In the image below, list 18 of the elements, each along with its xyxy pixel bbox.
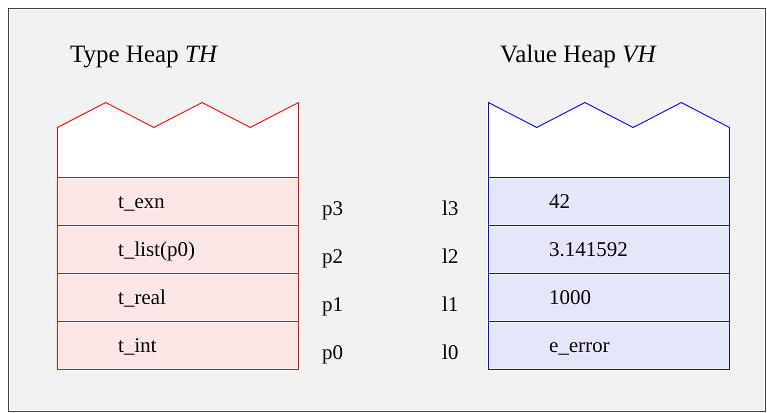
heap-slot: t_int — [58, 321, 298, 369]
heap-slot: t_list(p0) — [58, 225, 298, 273]
address-label: l2 — [442, 244, 458, 268]
heap-slot: 1000 — [489, 273, 729, 321]
address-label: p3 — [322, 196, 343, 220]
heap-heading: Value Heap VH — [500, 40, 656, 70]
address-label: l3 — [442, 196, 458, 220]
heap-slot: e_error — [489, 321, 729, 369]
address-label: p1 — [322, 292, 343, 316]
heap-slot: 3.141592 — [489, 225, 729, 273]
heap-slot: t_exn — [58, 177, 298, 225]
heap-heading: Type Heap TH — [70, 40, 217, 70]
heap-slot: t_real — [58, 273, 298, 321]
address-label: l1 — [442, 292, 458, 316]
address-label: p0 — [322, 340, 343, 364]
address-label: l0 — [442, 340, 458, 364]
address-label: p2 — [322, 244, 343, 268]
heap-slot: 42 — [489, 177, 729, 225]
